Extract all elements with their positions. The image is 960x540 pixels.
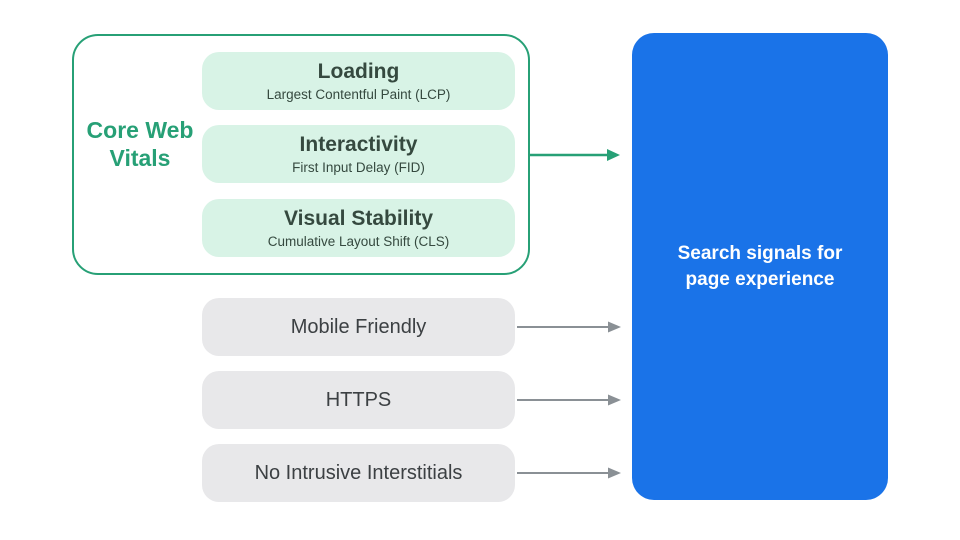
vital-title: Visual Stability	[284, 206, 433, 230]
mobile-friendly-arrow-icon	[517, 321, 621, 333]
vital-pill-visual-stability: Visual Stability Cumulative Layout Shift…	[202, 199, 515, 257]
signal-pill-no-intrusive-interstitials: No Intrusive Interstitials	[202, 444, 515, 502]
signal-label: No Intrusive Interstitials	[254, 462, 463, 484]
vital-subtitle: Cumulative Layout Shift (CLS)	[267, 233, 450, 249]
vital-pill-loading: Loading Largest Contentful Paint (LCP)	[202, 52, 515, 110]
signal-label: HTTPS	[325, 389, 392, 411]
vital-subtitle: First Input Delay (FID)	[292, 159, 425, 175]
vital-pill-interactivity: Interactivity First Input Delay (FID)	[202, 125, 515, 183]
vital-title: Interactivity	[299, 132, 418, 156]
signal-pill-mobile-friendly: Mobile Friendly	[202, 298, 515, 356]
vital-title: Loading	[317, 59, 400, 83]
signal-label: Mobile Friendly	[290, 316, 427, 338]
no-intrusive-interstitials-arrow-icon	[517, 467, 621, 479]
core-web-vitals-arrow-icon	[530, 149, 620, 161]
core-web-vitals-label: Core Web Vitals	[86, 117, 194, 171]
search-signals-label: Search signals for page experience	[677, 242, 843, 290]
vital-subtitle: Largest Contentful Paint (LCP)	[266, 86, 451, 102]
https-arrow-icon	[517, 394, 621, 406]
search-signals-box: Search signals for page experience	[632, 33, 888, 500]
signal-pill-https: HTTPS	[202, 371, 515, 429]
